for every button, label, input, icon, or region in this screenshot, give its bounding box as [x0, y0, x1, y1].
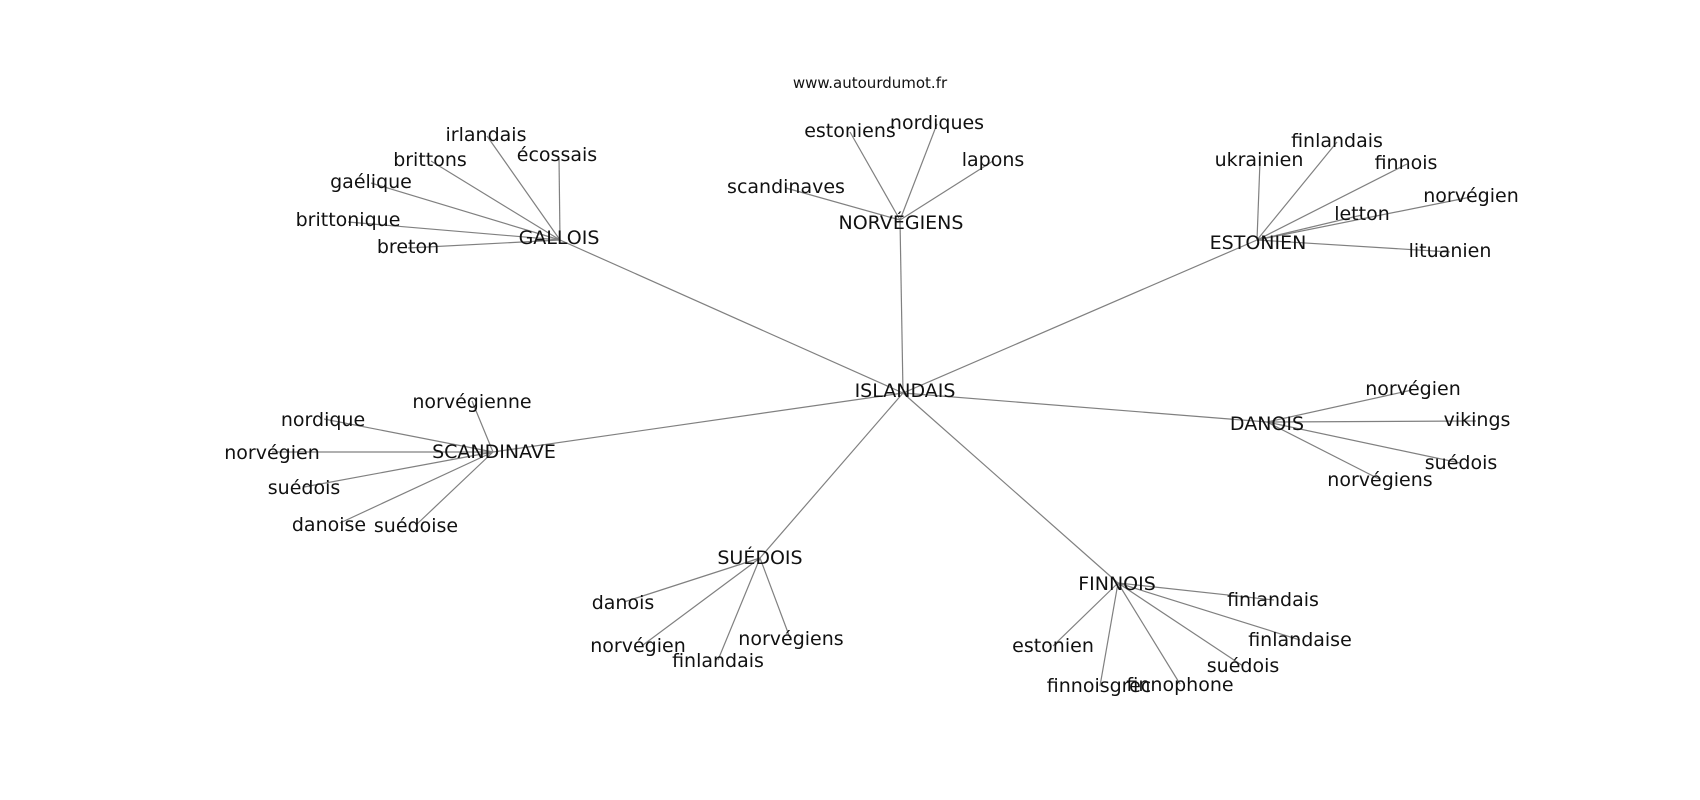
cluster-node-label: GALLOIS	[519, 227, 600, 249]
edge-cluster-to-word	[1266, 389, 1413, 423]
word-node-label: ukrainien	[1215, 149, 1304, 171]
word-node-label: irlandais	[446, 124, 527, 146]
word-node-label: finnophone	[1126, 674, 1233, 696]
word-node-label: danois	[592, 592, 655, 614]
edge-root-to-cluster	[899, 219, 904, 394]
edge-cluster-to-word	[430, 160, 561, 241]
edge-cluster-to-word	[471, 400, 494, 453]
edge-cluster-to-word	[1266, 421, 1461, 464]
word-node-label: breton	[377, 236, 439, 258]
labels-layer: www.autourdumot.fr ISLANDAIS GALLOIS irlan…	[224, 74, 1518, 697]
word-node-label: norvégien	[590, 635, 685, 657]
edge-root-to-cluster	[902, 392, 1268, 423]
word-node-label: lapons	[962, 149, 1025, 171]
word-node-label: norvégien	[1423, 185, 1518, 207]
edge-root-to-cluster	[902, 392, 1119, 584]
edge-cluster-to-word	[370, 182, 561, 241]
edge-cluster-to-word	[1117, 582, 1275, 601]
edge-cluster-to-word	[759, 557, 791, 639]
word-node-label: lituanien	[1409, 240, 1492, 262]
edge-root-to-cluster	[759, 392, 904, 559]
edge-cluster-to-word	[1117, 582, 1181, 685]
word-node-label: scandinaves	[727, 176, 845, 198]
edge-cluster-to-word	[642, 557, 761, 646]
word-node-label: finlandaise	[1248, 629, 1352, 651]
word-node-label: finlandais	[672, 650, 764, 672]
word-node-label: suédois	[268, 477, 341, 499]
word-node-label: écossais	[517, 144, 597, 166]
word-node-label: estonien	[1012, 635, 1094, 657]
word-node-label: norvégien	[1365, 378, 1460, 400]
edge-cluster-to-word	[1266, 421, 1380, 480]
word-node-label: finlandais	[1227, 589, 1319, 611]
edge-cluster-to-word	[1099, 582, 1119, 687]
word-node-label: vikings	[1444, 409, 1511, 431]
word-node-label: finnois	[1375, 152, 1438, 174]
edge-cluster-to-word	[1256, 160, 1261, 241]
edge-cluster-to-word	[558, 156, 561, 241]
word-node-label: nordique	[281, 409, 365, 431]
edge-cluster-to-word	[1256, 239, 1451, 253]
word-node-label: suédois	[1425, 452, 1498, 474]
edge-cluster-to-word	[899, 123, 938, 221]
edge-cluster-to-word	[1266, 420, 1477, 423]
edge-cluster-to-word	[1117, 582, 1301, 641]
edge-cluster-to-word	[899, 160, 994, 221]
edge-cluster-to-word	[303, 451, 494, 488]
cluster-node-label: ESTONIEN	[1210, 232, 1307, 254]
edge-cluster-to-word	[849, 131, 901, 221]
word-node-label: norvégiens	[738, 628, 843, 650]
edge-root-to-cluster	[559, 239, 904, 394]
edge-cluster-to-word	[717, 557, 761, 661]
edge-cluster-to-word	[1256, 196, 1472, 241]
word-node-label: norvégienne	[412, 391, 531, 413]
edge-cluster-to-word	[415, 451, 494, 526]
edge-root-to-cluster	[902, 239, 1258, 394]
root-node-label: ISLANDAIS	[855, 380, 956, 402]
cluster-node-label: DANOIS	[1230, 413, 1304, 435]
word-node-label: brittonique	[296, 209, 401, 231]
word-node-label: nordiques	[890, 112, 984, 134]
edge-cluster-to-word	[323, 418, 494, 453]
word-node-label: norvégiens	[1327, 469, 1432, 491]
edge-cluster-to-word	[347, 221, 561, 241]
edge-cluster-to-word	[407, 239, 561, 249]
cluster-node-label: SUÉDOIS	[717, 546, 802, 569]
word-node-label: suédois	[1207, 655, 1280, 677]
edges-layer	[272, 123, 1477, 687]
edge-cluster-to-word	[623, 557, 761, 603]
word-node-label: finlandais	[1291, 130, 1383, 152]
cluster-node-label: NORVÉGIENS	[839, 211, 964, 234]
word-node-label: danoise	[292, 514, 366, 536]
edge-cluster-to-word	[486, 135, 561, 241]
word-node-label: estoniens	[804, 120, 896, 142]
edge-cluster-to-word	[1256, 141, 1338, 241]
cluster-node-label: FINNOIS	[1078, 573, 1156, 595]
watermark-text: www.autourdumot.fr	[793, 74, 948, 92]
edge-cluster-to-word	[1256, 214, 1363, 241]
cluster-node-label: SCANDINAVE	[432, 441, 556, 463]
word-node-label: norvégien	[224, 442, 319, 464]
edge-cluster-to-word	[1052, 582, 1119, 647]
edge-cluster-to-word	[339, 451, 494, 524]
edge-cluster-to-word	[1117, 582, 1244, 667]
edge-cluster-to-word	[785, 187, 901, 221]
word-node-label: letton	[1334, 203, 1390, 225]
edge-root-to-cluster	[492, 392, 904, 453]
word-node-label: gaélique	[330, 171, 412, 193]
edge-cluster-to-word	[1256, 163, 1408, 241]
word-node-label: finnoisgrec	[1047, 675, 1151, 697]
word-node-label: brittons	[393, 149, 467, 171]
word-node-label: suédoise	[374, 515, 458, 537]
